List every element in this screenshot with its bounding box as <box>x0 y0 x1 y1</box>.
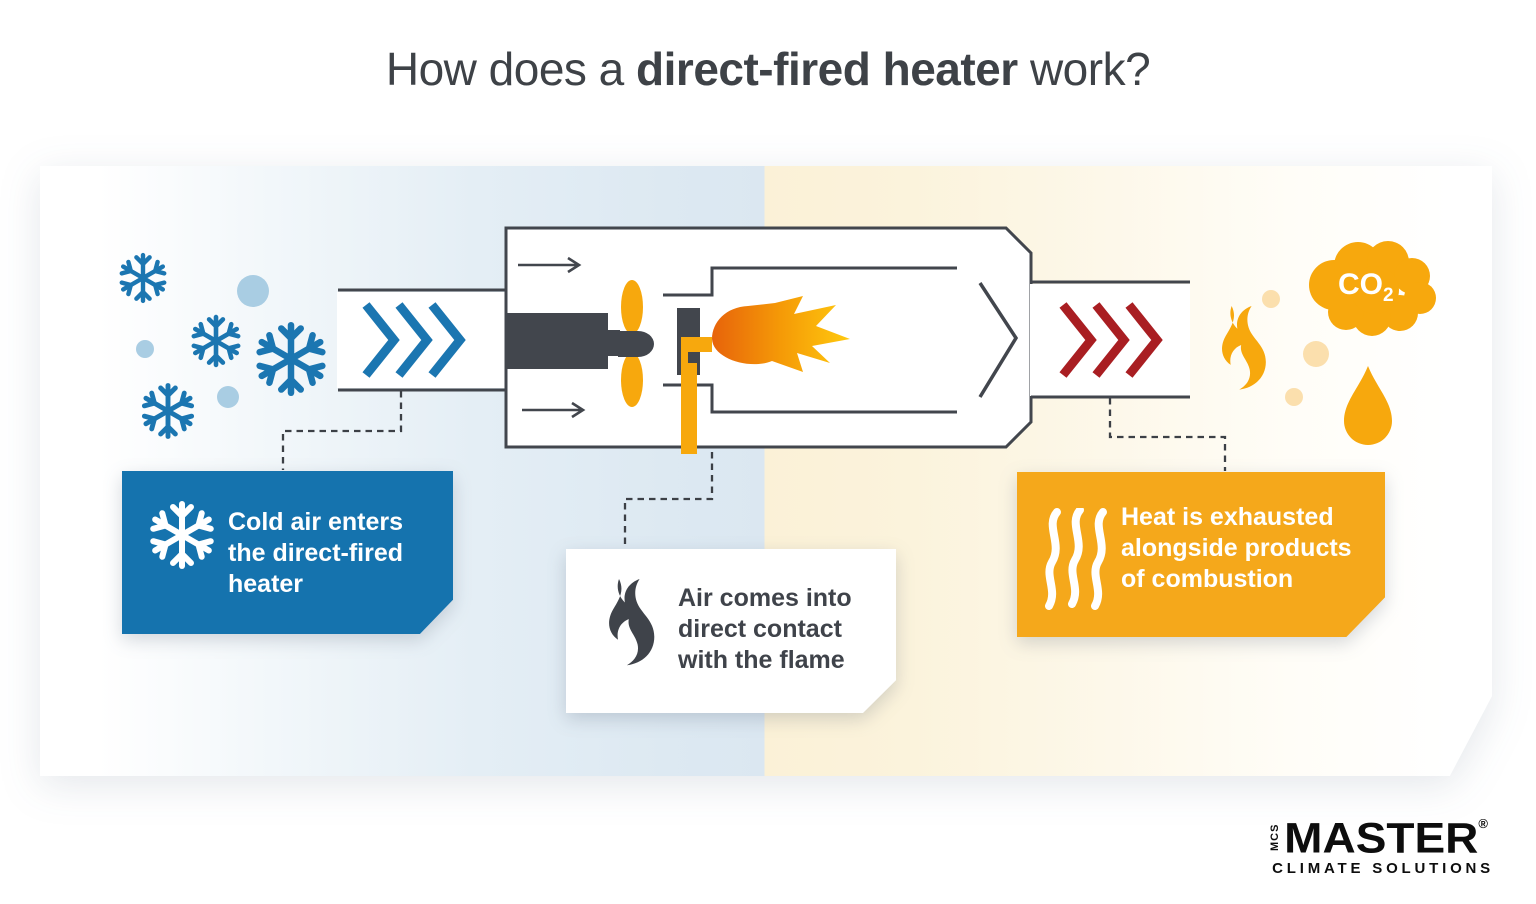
callout-heat-exhaust-text: Heat is exhausted alongside products of … <box>1121 503 1352 593</box>
callout-cold-air-box: Cold air enters the direct-fired heater <box>122 471 453 634</box>
heat-waves-icon <box>1045 508 1107 610</box>
logo-tagline-text: CLIMATE SOLUTIONS <box>1272 859 1494 877</box>
brand-logo: MCS MASTER ® CLIMATE SOLUTIONS <box>1269 813 1494 877</box>
callout-direct-contact-box: Air comes into direct contact with the f… <box>566 549 896 713</box>
callout-heat-exhaust: Heat is exhausted alongside products of … <box>1017 472 1385 637</box>
title-bold: direct-fired heater <box>636 43 1018 95</box>
title-suffix: work? <box>1017 43 1151 95</box>
callout-direct-contact: Air comes into direct contact with the f… <box>566 549 896 713</box>
callout-cold-air: Cold air enters the direct-fired heater <box>122 471 453 634</box>
callout-direct-contact-text: Air comes into direct contact with the f… <box>678 584 852 674</box>
logo-name-text: MASTER <box>1284 813 1479 862</box>
co2-label: CO2 <box>1338 268 1394 307</box>
callout-heat-exhaust-box: Heat is exhausted alongside products of … <box>1017 472 1385 637</box>
callout-cold-air-text: Cold air enters the direct-fired heater <box>228 508 404 598</box>
co2-text: CO <box>1338 268 1383 301</box>
logo-mcs-text: MCS <box>1269 823 1282 851</box>
title-prefix: How does a <box>385 43 637 95</box>
page-title: How does a direct-fired heater work? <box>0 42 1536 96</box>
co2-subscript: 2 <box>1383 285 1394 306</box>
snowflake-icon <box>150 501 214 569</box>
logo-registered-mark: ® <box>1478 816 1488 831</box>
flame-icon <box>609 579 655 666</box>
